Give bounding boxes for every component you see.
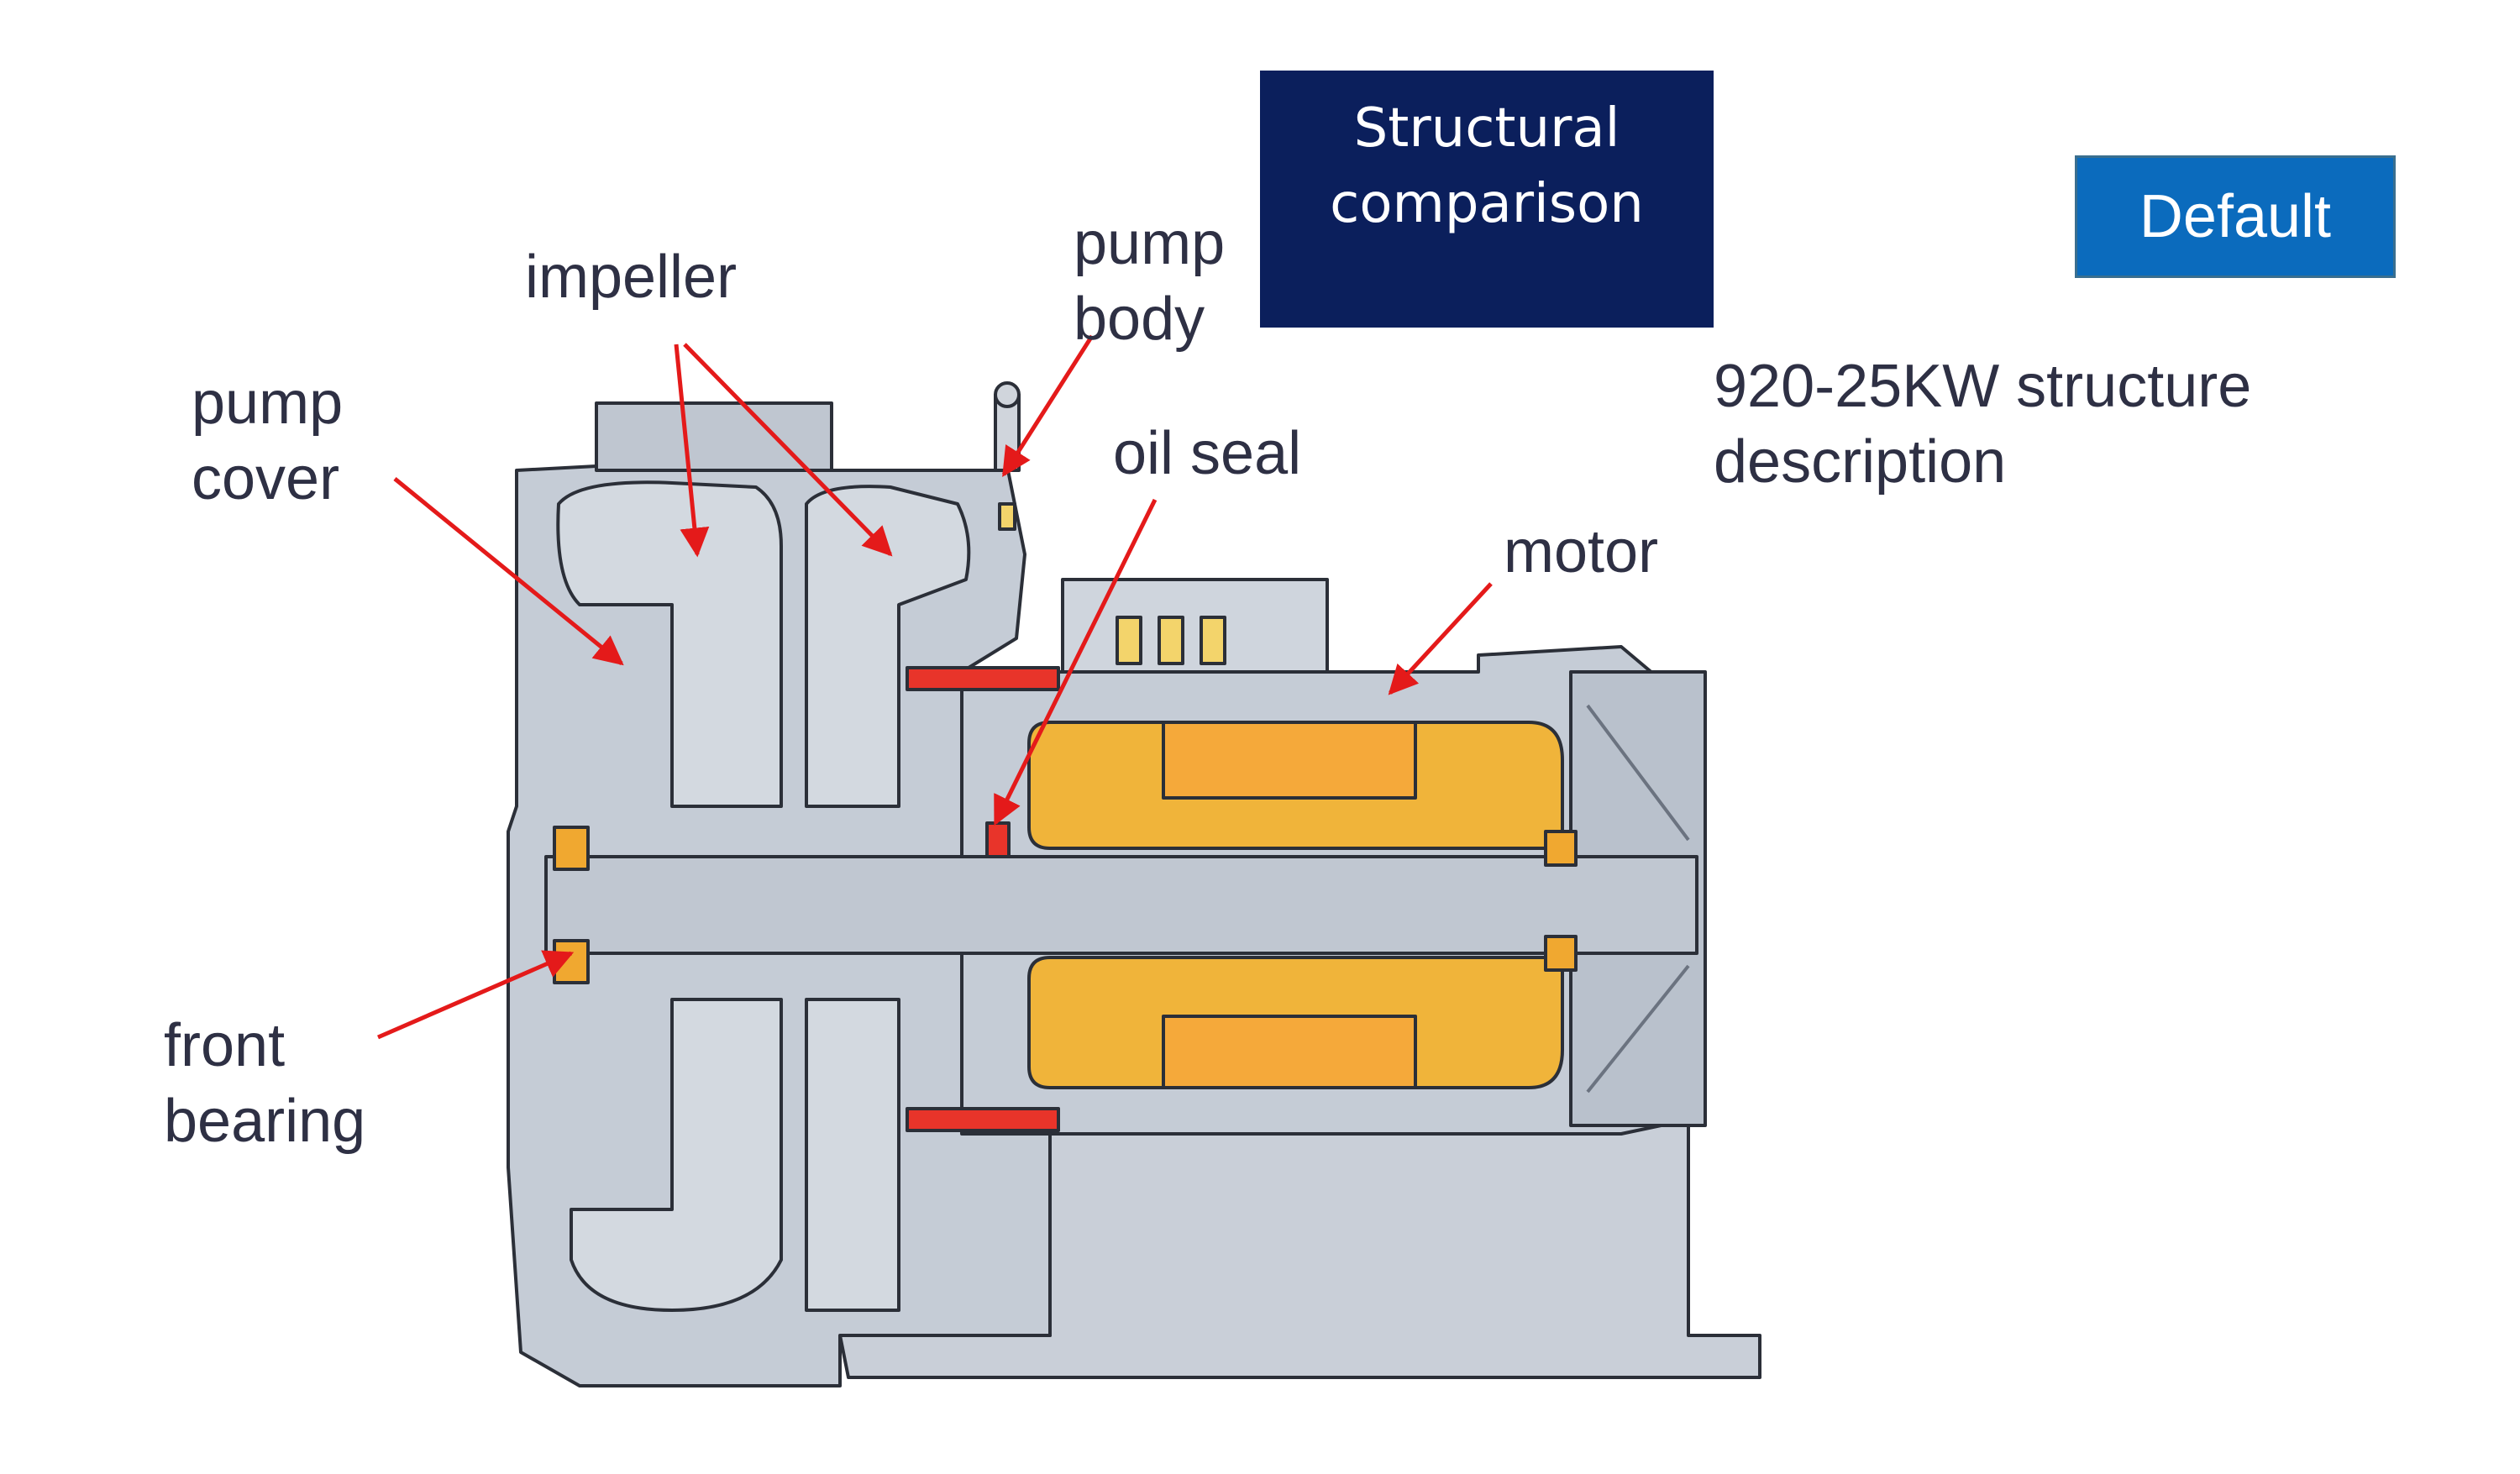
structural-comparison-title: Structural comparison [1260,71,1714,328]
impeller-right-lower [805,998,900,1312]
default-button[interactable]: Default [2075,155,2396,278]
pump-body-arrow [1001,334,1095,477]
seal-part-upper [906,666,1060,691]
terminal-box [1061,578,1329,674]
title-text: Structural comparison [1330,97,1644,235]
front-bearing-lower [553,939,590,984]
front-bearing-upper [553,826,590,871]
stator-core-upper [1162,721,1417,800]
impeller-arrow-right [683,343,893,557]
front-bearing-arrow [377,950,575,1040]
impeller-left-upper [556,480,783,808]
pump-inlet [595,401,833,472]
rear-bearing-lower [1544,935,1578,972]
oil-seal-label: oil seal [1113,420,1302,487]
impeller-right-upper [805,485,971,808]
structure-description: 920-25KW structure description [1714,353,2252,496]
pump-body-label: pump body [1074,210,1226,353]
rear-bearing-upper [1544,830,1578,867]
oil-seal-part [985,821,1011,858]
shaft [544,855,1698,955]
impeller-label: impeller [525,244,738,311]
pump-cover-arrow [393,477,624,666]
impeller-left-lower [570,998,783,1312]
motor-label: motor [1504,518,1659,585]
pump-assembly [507,381,1761,1387]
impeller-arrow-left [674,344,710,558]
oil-seal-arrow [993,498,1158,826]
motor-arrow [1388,582,1493,695]
stator-core-lower [1162,1015,1417,1089]
callout-arrows [377,334,1493,1040]
front-bearing-label: front bearing [164,1012,366,1155]
pump-cover-label: pump cover [192,370,344,512]
seal-part-lower [906,1107,1060,1132]
